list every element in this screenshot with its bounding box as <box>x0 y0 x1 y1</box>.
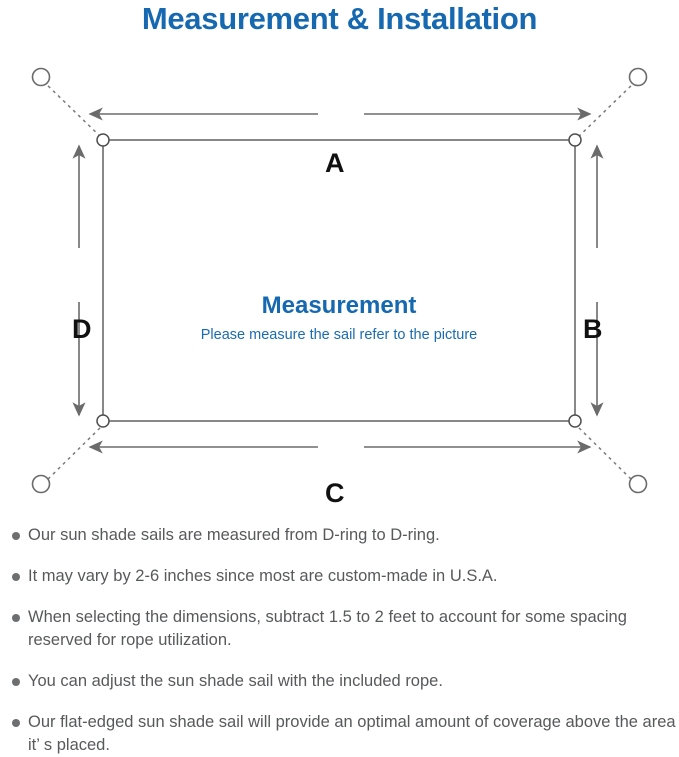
d-ring-top-left <box>96 133 110 147</box>
note-text: You can adjust the sun shade sail with t… <box>28 672 443 690</box>
rope-line-bottom-right <box>574 423 637 485</box>
bullet-icon <box>12 719 20 727</box>
notes-list: Our sun shade sails are measured from D-… <box>0 524 679 757</box>
list-item: It may vary by 2-6 inches since most are… <box>0 565 679 588</box>
bullet-icon <box>12 678 20 686</box>
list-item: Our sun shade sails are measured from D-… <box>0 524 679 547</box>
anchor-point-top-right <box>628 67 648 87</box>
mounting-rope-lines <box>42 80 637 485</box>
anchor-point-bottom-right <box>628 474 648 494</box>
anchor-point-bottom-left <box>31 474 51 494</box>
note-text: Our sun shade sails are measured from D-… <box>28 526 440 544</box>
note-text: It may vary by 2-6 inches since most are… <box>28 567 498 585</box>
bullet-icon <box>12 614 20 622</box>
bullet-icon <box>12 532 20 540</box>
d-ring-bottom-right <box>568 414 582 428</box>
list-item: Our flat-edged sun shade sail will provi… <box>0 711 679 757</box>
rope-line-top-left <box>42 80 105 141</box>
anchor-point-top-left <box>31 67 51 87</box>
d-ring-bottom-left <box>96 414 110 428</box>
page-title: Measurement & Installation <box>141 1 538 36</box>
note-text: Our flat-edged sun shade sail will provi… <box>28 713 676 754</box>
bullet-icon <box>12 573 20 581</box>
rope-line-bottom-left <box>42 423 105 485</box>
d-rings <box>96 133 582 428</box>
rope-line-top-right <box>574 80 637 141</box>
dimension-label-a: A <box>325 148 345 178</box>
dimension-label-c: C <box>325 478 345 508</box>
list-item: When selecting the dimensions, subtract … <box>0 606 679 652</box>
sail-rectangle <box>102 139 576 422</box>
list-item: You can adjust the sun shade sail with t… <box>0 670 679 693</box>
anchor-points <box>31 67 648 494</box>
sail-measurement-diagram: Measurement Please measure the sail refe… <box>0 52 679 518</box>
dimension-label-b: B <box>583 314 603 344</box>
d-ring-top-right <box>568 133 582 147</box>
dimension-label-d: D <box>72 314 92 344</box>
note-text: When selecting the dimensions, subtract … <box>28 608 627 649</box>
diagram-svg <box>31 67 648 494</box>
